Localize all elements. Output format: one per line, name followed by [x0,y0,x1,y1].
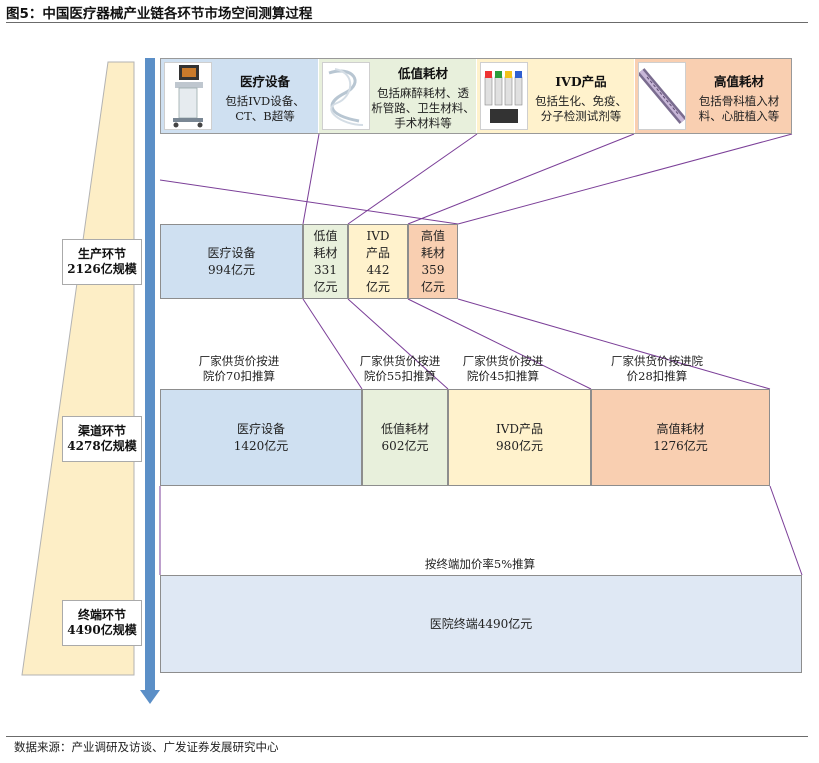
production-ivd: IVD 产品 442 亿元 [348,224,408,299]
channel-low-value-label: 低值耗材 [380,421,429,436]
category-desc-ivd-1: 包括生化、免疫、 [535,93,627,108]
category-title-low-value: 低值耗材 [397,66,448,81]
category-desc-high-value-2: 料、心脏植入等 [698,108,780,123]
production-high-value-l1: 高值 [420,228,445,243]
connector-ivd-channel [407,298,592,390]
connector-equipment-channel [302,298,363,390]
category-desc-equipment-2: CT、B超等 [235,108,295,123]
channel-high-value-value: 1276亿元 [653,438,708,453]
channel-note-equipment: 厂家供货价按进 院价70扣推算 [184,354,294,384]
channel-note-ivd-1: 厂家供货价按进 [462,354,544,368]
production-high-value-l2: 耗材 [420,245,445,260]
channel-note-high-value: 厂家供货价按进院 价28扣推算 [597,354,717,384]
channel-high-value-label: 高值耗材 [656,421,705,436]
channel-equipment: 医疗设备 1420亿元 [160,389,362,486]
category-desc-low-value-2: 析管路、卫生材料、 [371,101,475,115]
connector-terminal-right [769,485,803,576]
connector-high-value-channel [457,298,771,390]
category-desc-low-value-1: 包括麻醉耗材、透 [377,86,469,100]
category-text-ivd: IVD产品 包括生化、免疫、 分子检测试剂等 [528,61,634,133]
channel-low-value-value: 602亿元 [381,438,429,453]
channel-note-high-value-1: 厂家供货价按进院 [611,354,703,368]
title-rule [6,22,808,23]
channel-note-low-value: 厂家供货价按进 院价55扣推算 [345,354,455,384]
stage-terminal-scale: 4490亿规模 [67,623,137,637]
stage-production: 生产环节 2126亿规模 [62,239,142,285]
production-ivd-l1: IVD [366,228,390,243]
figure-title: 图5：中国医疗器械产业链各环节市场空间测算过程 [6,6,313,22]
category-desc-ivd-2: 分子检测试剂等 [540,108,622,123]
production-equipment-label: 医疗设备 [207,245,256,260]
channel-equipment-value: 1420亿元 [233,438,289,453]
production-ivd-l3: 442 [366,262,390,277]
category-title-equipment: 医疗设备 [239,73,290,89]
stage-production-scale: 2126亿规模 [67,262,137,276]
production-high-value: 高值 耗材 359 亿元 [408,224,458,299]
flow-arrow-shaft [145,58,155,692]
flow-arrow-head [140,690,160,704]
connector-ivd-top [347,133,478,225]
production-equipment: 医疗设备 994亿元 [160,224,303,299]
category-text-high-value: 高值耗材 包括骨科植入材 料、心脏植入等 [686,61,792,133]
channel-equipment-label: 医疗设备 [236,421,285,436]
channel-note-low-value-2: 院价55扣推算 [363,369,437,383]
production-high-value-l3: 359 [421,262,445,277]
connector-low-value-top [302,133,320,225]
channel-ivd-value: 980亿元 [496,438,543,453]
stage-channel-name: 渠道环节 [77,424,126,438]
connector-high-value-top-b [457,133,793,225]
stage-terminal: 终端环节 4490亿规模 [62,600,142,646]
stent-image [637,62,687,130]
stage-channel-scale: 4278亿规模 [67,439,137,453]
category-text-equipment: 医疗设备 包括IVD设备、 CT、B超等 [212,61,318,133]
terminal-note: 按终端加价率5%推算 [424,557,536,571]
category-title-ivd: IVD产品 [555,73,607,89]
production-equipment-value: 994亿元 [208,262,255,277]
tubing-image [322,62,370,130]
stage-channel: 渠道环节 4278亿规模 [62,416,142,462]
channel-note-ivd: 厂家供货价按进 院价45扣推算 [448,354,558,384]
channel-note-high-value-2: 价28扣推算 [626,369,688,383]
category-header [160,58,792,134]
ultrasound-machine-image [164,62,212,130]
channel-ivd: IVD产品 980亿元 [448,389,591,486]
category-desc-high-value-1: 包括骨科植入材 [698,93,780,108]
stage-terminal-name: 终端环节 [77,608,126,622]
channel-ivd-label: IVD产品 [495,421,544,436]
category-title-high-value: 高值耗材 [713,73,764,89]
connector-low-value-channel [347,298,449,390]
channel-note-equipment-2: 院价70扣推算 [202,369,276,383]
channel-note-ivd-2: 院价45扣推算 [466,369,540,383]
category-desc-equipment-1: 包括IVD设备、 [225,93,305,108]
channel-high-value: 高值耗材 1276亿元 [591,389,770,486]
category-text-low-value: 低值耗材 包括麻醉耗材、透 析管路、卫生材料、 手术材料等 [370,61,476,133]
reagent-bottles-image [480,62,528,130]
production-low-value-l1: 低值 [313,228,338,243]
scale-wedge [21,61,135,676]
terminal-box: 医院终端4490亿元 [160,575,802,673]
production-ivd-l4: 亿元 [365,279,390,294]
connector-high-value-top-a [407,133,635,225]
production-high-value-l4: 亿元 [420,279,445,294]
stage-production-name: 生产环节 [77,247,126,261]
production-low-value: 低值 耗材 331 亿元 [303,224,348,299]
connector-top-left [159,179,459,225]
category-desc-low-value-3: 手术材料等 [394,116,452,130]
source-note: 数据来源：产业调研及访谈、广发证券发展研究中心 [14,740,279,754]
channel-note-equipment-1: 厂家供货价按进 [198,354,280,368]
channel-low-value: 低值耗材 602亿元 [362,389,448,486]
production-ivd-l2: 产品 [365,245,390,260]
production-low-value-l3: 331 [314,262,337,277]
source-rule [6,736,808,737]
production-low-value-l2: 耗材 [313,245,338,260]
production-low-value-l4: 亿元 [313,279,338,294]
channel-note-low-value-1: 厂家供货价按进 [359,354,441,368]
terminal-value: 医院终端4490亿元 [429,616,533,631]
